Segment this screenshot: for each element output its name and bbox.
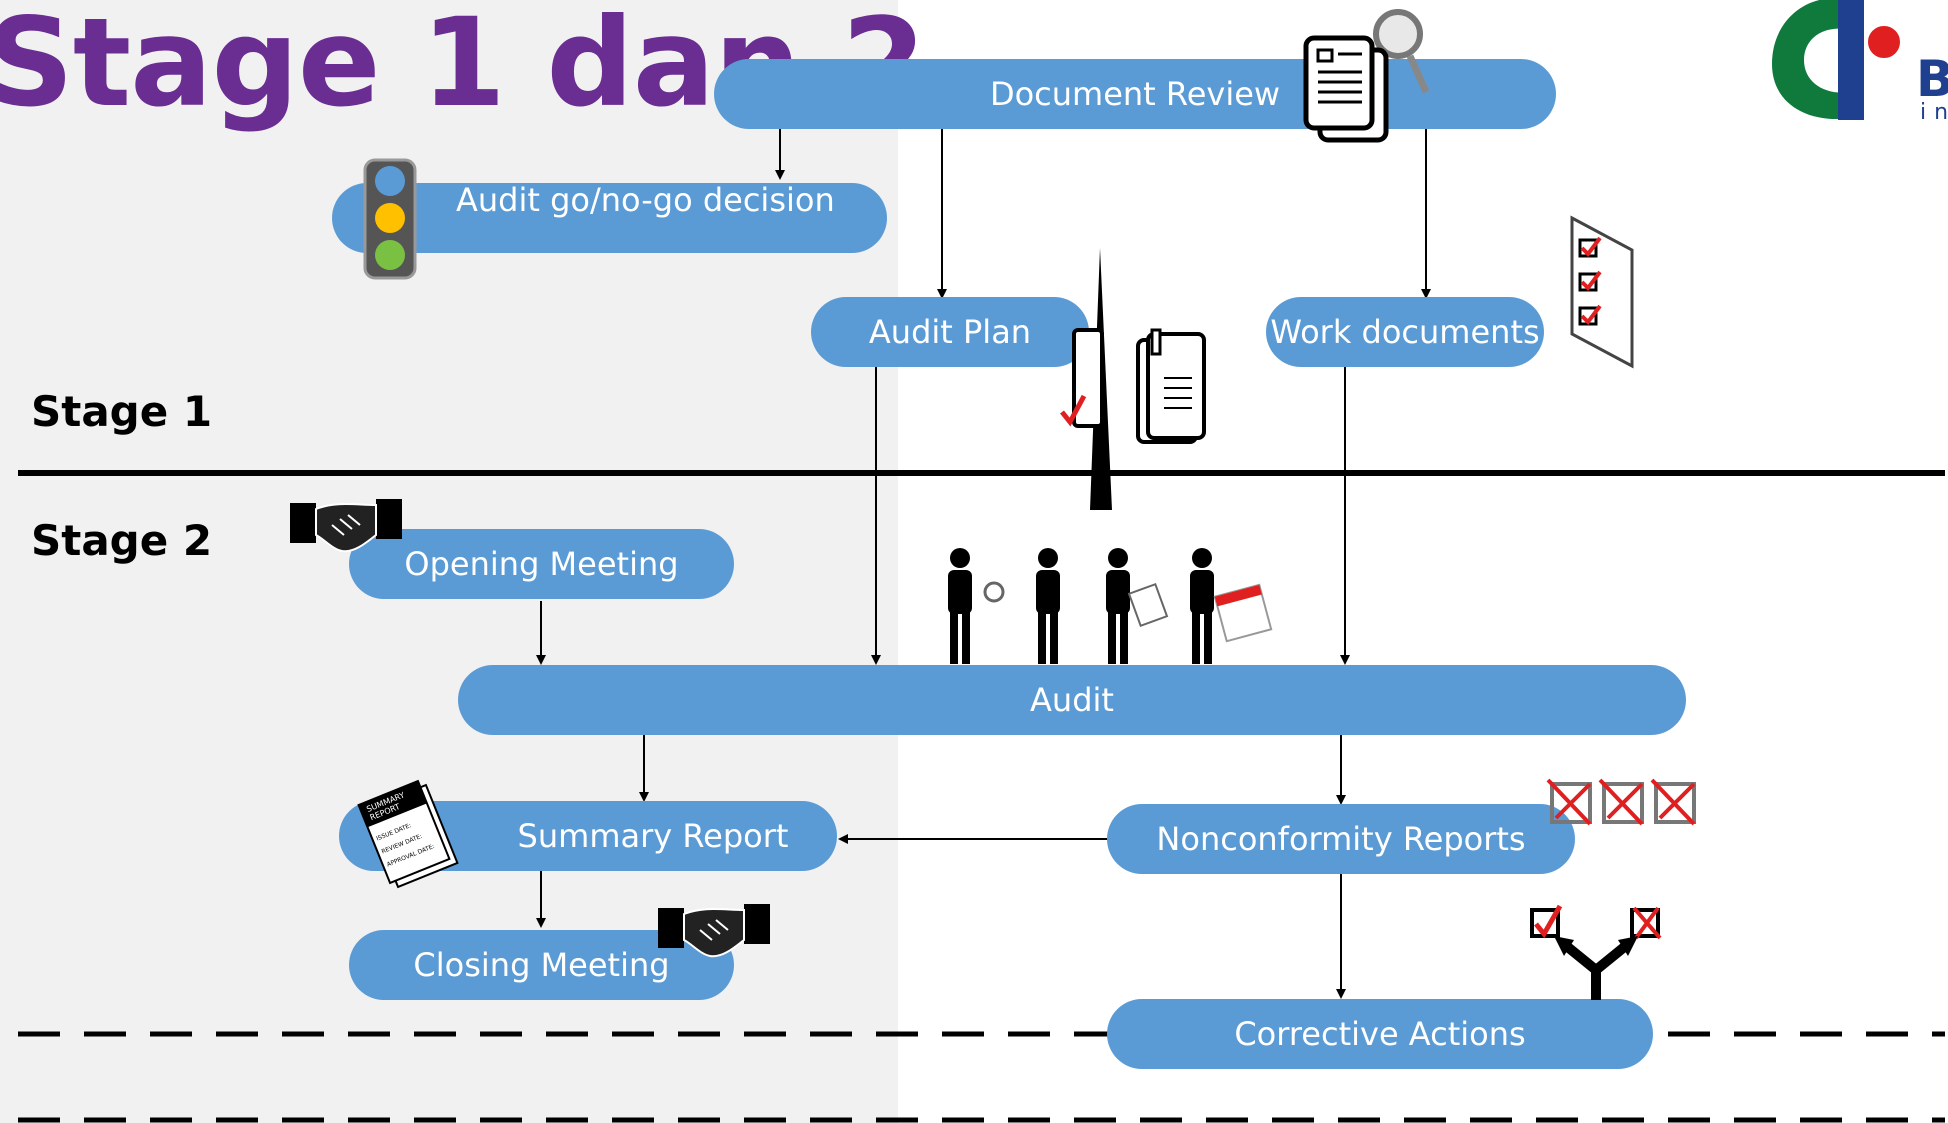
audit-box: Audit — [458, 665, 1686, 735]
audit-plan-box: Audit Plan — [811, 297, 1089, 367]
stage-2-label: Stage 2 — [31, 516, 213, 565]
summary-report-icon: SUMMARY REPORT ISSUE DATE: REVIEW DATE: … — [357, 779, 459, 889]
handshake-icon — [290, 499, 402, 553]
stage-1-label: Stage 1 — [31, 387, 213, 436]
handshake-closing-icon — [658, 904, 770, 958]
decision-fork-icon — [1530, 904, 1662, 1000]
logo-subtext: in — [1920, 100, 1948, 125]
logo-icon — [1772, 0, 1904, 120]
work-documents-box: Work documents — [1266, 297, 1544, 367]
traffic-light-icon — [363, 158, 417, 280]
auditors-icon — [948, 548, 1273, 664]
logo-letter: B — [1916, 50, 1948, 108]
opening-meeting-box: Opening Meeting — [349, 529, 734, 599]
corrective-actions-box: Corrective Actions — [1107, 999, 1653, 1069]
nonconformity-reports-box: Nonconformity Reports — [1107, 804, 1575, 874]
reject-boxes-icon — [1546, 778, 1696, 826]
document-magnifier-icon — [1303, 9, 1430, 143]
checklist-icon — [1570, 215, 1634, 369]
go-no-go-decision-label: Audit go/no-go decision — [456, 181, 835, 219]
binder-icon — [1060, 248, 1206, 510]
go-no-go-decision-box: Audit go/no-go decision — [332, 181, 887, 253]
